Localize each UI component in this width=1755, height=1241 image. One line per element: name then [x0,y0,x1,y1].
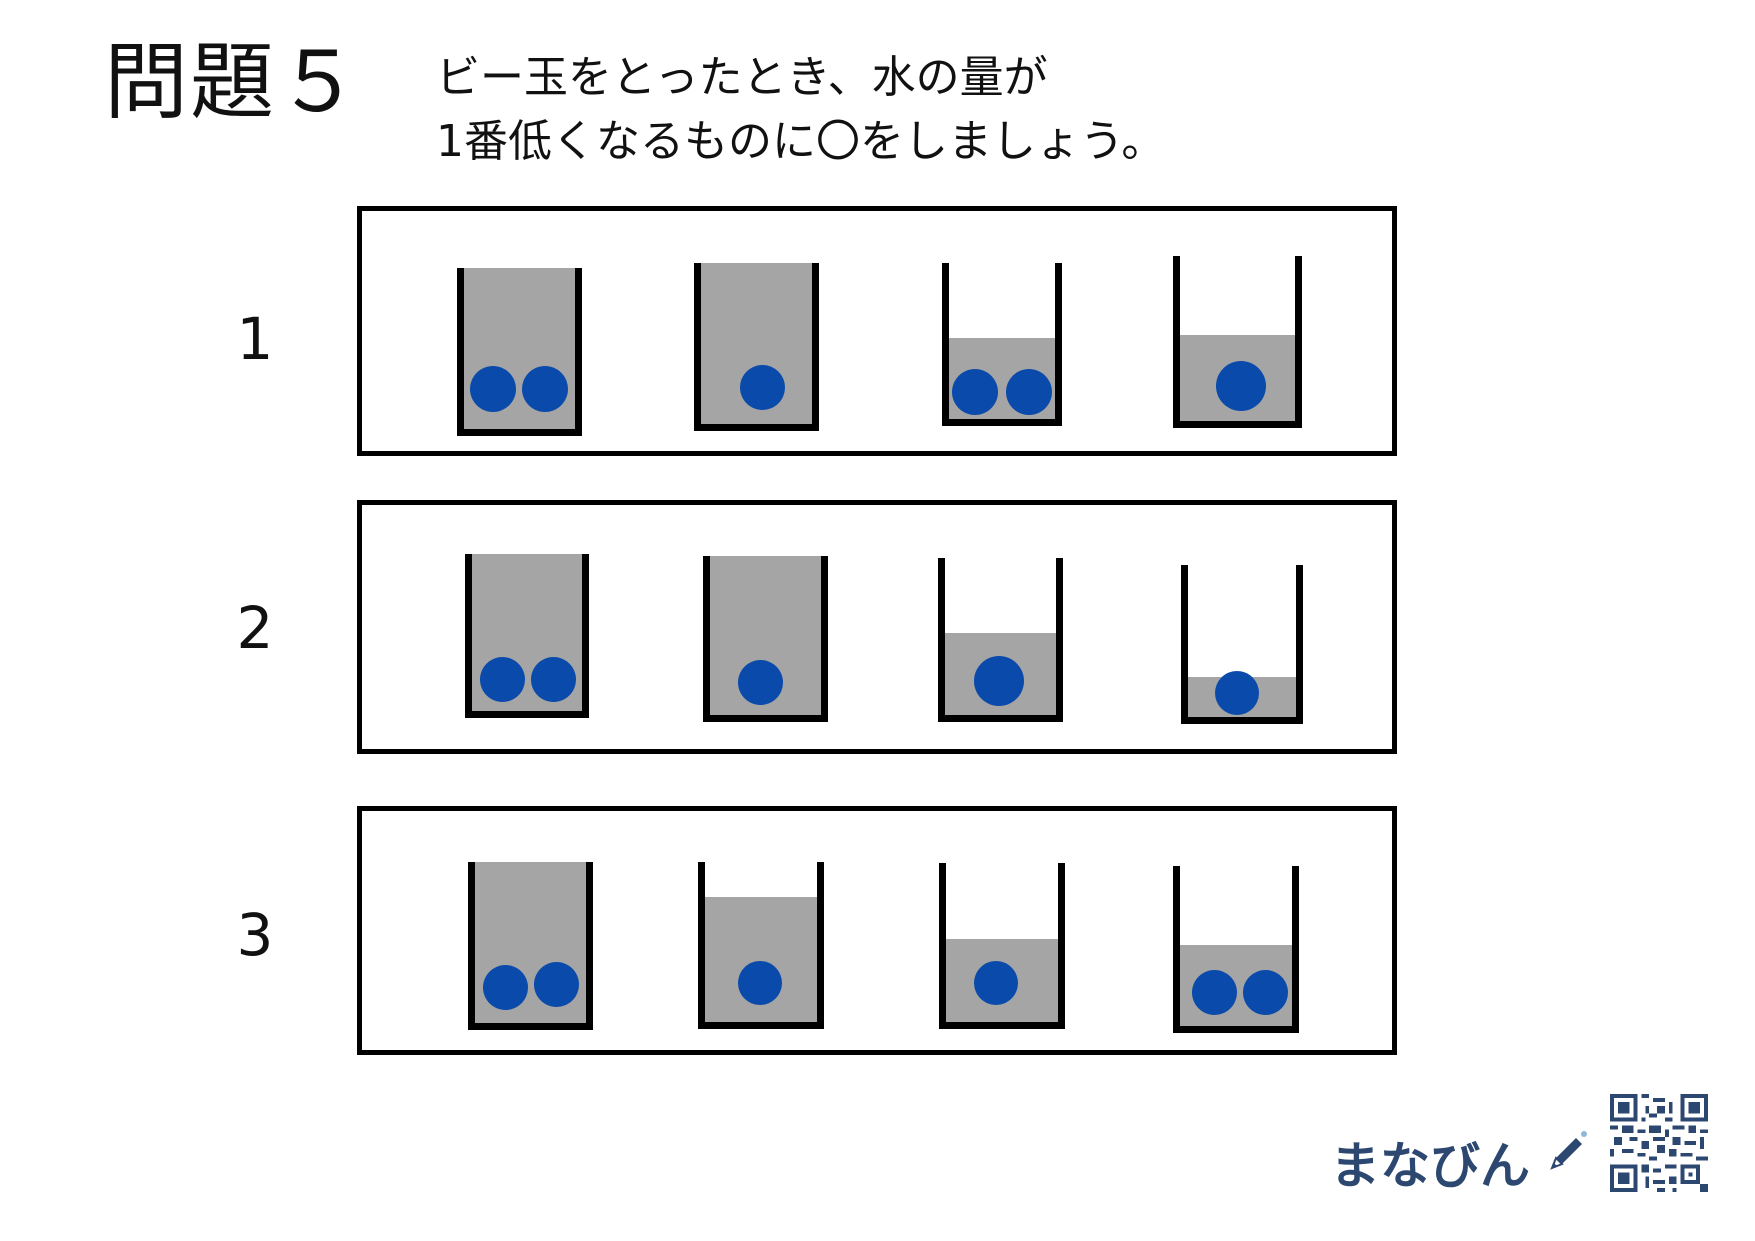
marble [1216,361,1266,411]
cup-2-1[interactable] [465,554,589,718]
cup-2-3[interactable] [938,558,1063,722]
instruction-line-2: 1番低くなるものに〇をしましょう。 [436,116,1166,168]
cup-3-2[interactable] [698,862,824,1029]
marble [952,369,998,415]
cup-3-3[interactable] [939,863,1065,1029]
marble [1006,369,1052,415]
marble [483,965,528,1010]
cup-2-2[interactable] [703,556,828,722]
marble [974,656,1024,706]
cup-1-4[interactable] [1173,256,1302,428]
page-title: 問題５ [104,33,363,131]
marble [470,366,516,412]
answer-box-2[interactable] [357,500,1397,754]
marble [974,961,1018,1005]
marble [1243,970,1288,1015]
qr-code-icon[interactable] [1610,1094,1708,1192]
row-number-2: 2 [236,594,274,662]
marble [1192,970,1237,1015]
marble [522,366,568,412]
marble [534,962,579,1007]
pencil-icon [1550,1131,1587,1170]
cup-2-4[interactable] [1181,565,1303,724]
cup-3-1[interactable] [468,862,593,1030]
marble [738,660,783,705]
brand-logo: まなびん [1330,1137,1530,1195]
instruction-line-1: ビー玉をとったとき、水の量が [436,52,1048,103]
answer-box-1[interactable] [357,206,1397,456]
cup-1-1[interactable] [457,268,582,436]
marble [1215,671,1259,715]
row-number-3: 3 [236,901,274,969]
cup-3-4[interactable] [1173,866,1299,1033]
marble [531,657,576,702]
marble [480,657,525,702]
cup-1-2[interactable] [694,263,819,431]
row-number-1: 1 [236,305,274,373]
instructions: ビー玉をとったとき、水の量が 1番低くなるものに〇をしましょう。 [436,46,1165,174]
marble [738,961,782,1005]
answer-box-3[interactable] [357,806,1397,1055]
cup-1-3[interactable] [942,263,1062,426]
marble [740,365,785,410]
